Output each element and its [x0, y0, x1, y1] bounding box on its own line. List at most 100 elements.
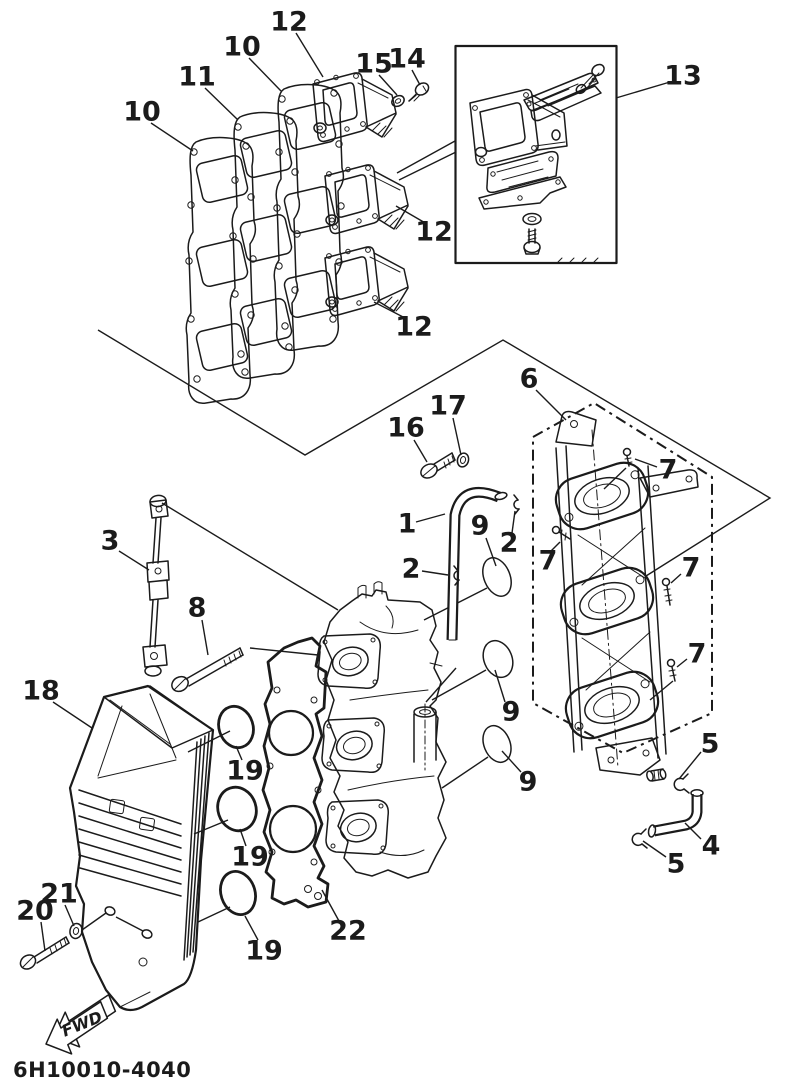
- callout-label-19-25: 19: [245, 936, 283, 967]
- o-ring-9b: [482, 639, 514, 679]
- callout-label-7-16: 7: [659, 455, 678, 486]
- callout-leader-12-0: [295, 32, 324, 78]
- callout-label-10-3: 10: [123, 97, 161, 128]
- callout-label-9-13: 9: [471, 511, 490, 542]
- callout-label-8-21: 8: [188, 593, 207, 624]
- callout-leader-3-20: [118, 550, 150, 571]
- callout-leader-9-28: [501, 750, 522, 773]
- reed-valve-detail-box-13: [454, 44, 618, 265]
- callout-leader-11-2: [204, 87, 239, 121]
- o-ring-19c: [219, 870, 257, 916]
- manifold-bolt-7b: [551, 525, 571, 541]
- callout-leader-10-1: [248, 57, 282, 92]
- reed-valve-block-3: [324, 246, 409, 317]
- bolt-20: [19, 936, 70, 970]
- callout-leader-19-24: [239, 828, 247, 847]
- callout-leader-1-12: [415, 513, 446, 523]
- cage-mount-washer: [522, 212, 542, 226]
- callout-label-21-33: 21: [40, 879, 78, 910]
- cage-mount-screw: [523, 228, 541, 255]
- callout-label-19-23: 19: [226, 756, 264, 787]
- manifold-bolt-7d: [666, 658, 677, 682]
- nipple-fitting: [646, 768, 667, 782]
- reed-stopper-plate: [486, 150, 559, 194]
- callout-label-18-22: 18: [22, 676, 60, 707]
- callout-leader-13-6: [615, 81, 671, 99]
- crankcase-plate-22: [261, 636, 330, 909]
- part-code: 6H10010-4040: [13, 1058, 191, 1082]
- callout-leader-8-21: [201, 619, 209, 656]
- callout-label-2-14: 2: [500, 528, 519, 559]
- bolt-8: [171, 647, 244, 693]
- callout-label-12-0: 12: [270, 7, 308, 38]
- o-ring-19a: [217, 704, 255, 750]
- reed-block-screw-14: [408, 82, 430, 102]
- callout-leader-7-17: [550, 541, 561, 552]
- callout-leader-6-9: [535, 389, 567, 421]
- callout-label-17-11: 17: [429, 391, 467, 422]
- callout-label-2-15: 2: [402, 554, 421, 585]
- fwd-arrow: FWD: [45, 993, 117, 1055]
- callout-leader-14-5: [411, 69, 421, 86]
- silencer-ribs: [78, 789, 182, 897]
- callout-label-22-26: 22: [329, 916, 367, 947]
- callout-leader-7-16: [634, 458, 658, 468]
- callout-label-6-9: 6: [520, 364, 539, 395]
- intake-silencer-18: [68, 684, 215, 1012]
- callout-leader-17-11: [452, 417, 462, 456]
- reed-valve-block-2: [324, 164, 409, 235]
- callout-leader-19-25: [244, 915, 259, 941]
- callout-leader-7-18: [670, 573, 682, 584]
- callout-label-14-5: 14: [388, 44, 426, 75]
- gasket-plate-left-10: [185, 136, 257, 405]
- callout-label-3-20: 3: [101, 526, 120, 557]
- callout-leader-9-13: [485, 537, 497, 567]
- callout-label-12-8: 12: [395, 312, 433, 343]
- callout-label-20-32: 20: [16, 896, 54, 927]
- o-ring-19b: [216, 785, 258, 833]
- callout-label-4-30: 4: [702, 831, 721, 862]
- gasket-plate-middle-11: [229, 111, 301, 380]
- callout-label-19-24: 19: [231, 842, 269, 873]
- callout-leader-5-29: [678, 751, 702, 780]
- bolt-16: [420, 452, 456, 479]
- callout-leader-18-22: [52, 701, 93, 729]
- link-joint-3: [142, 494, 170, 677]
- callout-leader-19-23: [235, 745, 243, 761]
- callout-leader-21-33: [64, 904, 75, 927]
- callout-label-16-10: 16: [387, 413, 425, 444]
- o-ring-9c: [482, 724, 512, 764]
- hose-clip-2a: [513, 494, 520, 515]
- callout-label-7-19: 7: [688, 639, 707, 670]
- callout-label-5-29: 5: [701, 729, 720, 760]
- engine-block: [317, 581, 447, 879]
- washer-21: [69, 922, 83, 940]
- callout-leader-2-14: [511, 510, 516, 534]
- callout-label-11-2: 11: [178, 62, 216, 93]
- callout-leader-10-3: [150, 122, 194, 152]
- callout-label-7-18: 7: [682, 553, 701, 584]
- o-ring-9a: [482, 557, 512, 597]
- callout-label-10-1: 10: [223, 32, 261, 63]
- hose-clip-2b: [453, 565, 460, 586]
- hose-clamp-5b: [631, 828, 648, 849]
- washer-17: [456, 452, 470, 468]
- reed-plate-screw: [575, 63, 605, 95]
- water-pipe-4: [647, 789, 704, 838]
- callout-label-1-12: 1: [398, 509, 417, 540]
- callout-leader-20-32: [40, 921, 46, 952]
- assembly-pointer-lines: [81, 140, 772, 932]
- callout-label-9-28: 9: [519, 767, 538, 798]
- callout-leader-12-7: [395, 205, 428, 225]
- callout-leader-9-27: [494, 669, 506, 703]
- reed-block-washer-15: [391, 94, 405, 108]
- callout-leader-5-31: [642, 840, 667, 858]
- callout-leader-7-19: [676, 658, 688, 668]
- callout-leader-22-26: [321, 889, 340, 922]
- callout-leader-16-10: [413, 439, 428, 463]
- callout-leader-15-4: [378, 74, 398, 96]
- callout-label-12-7: 12: [415, 217, 453, 248]
